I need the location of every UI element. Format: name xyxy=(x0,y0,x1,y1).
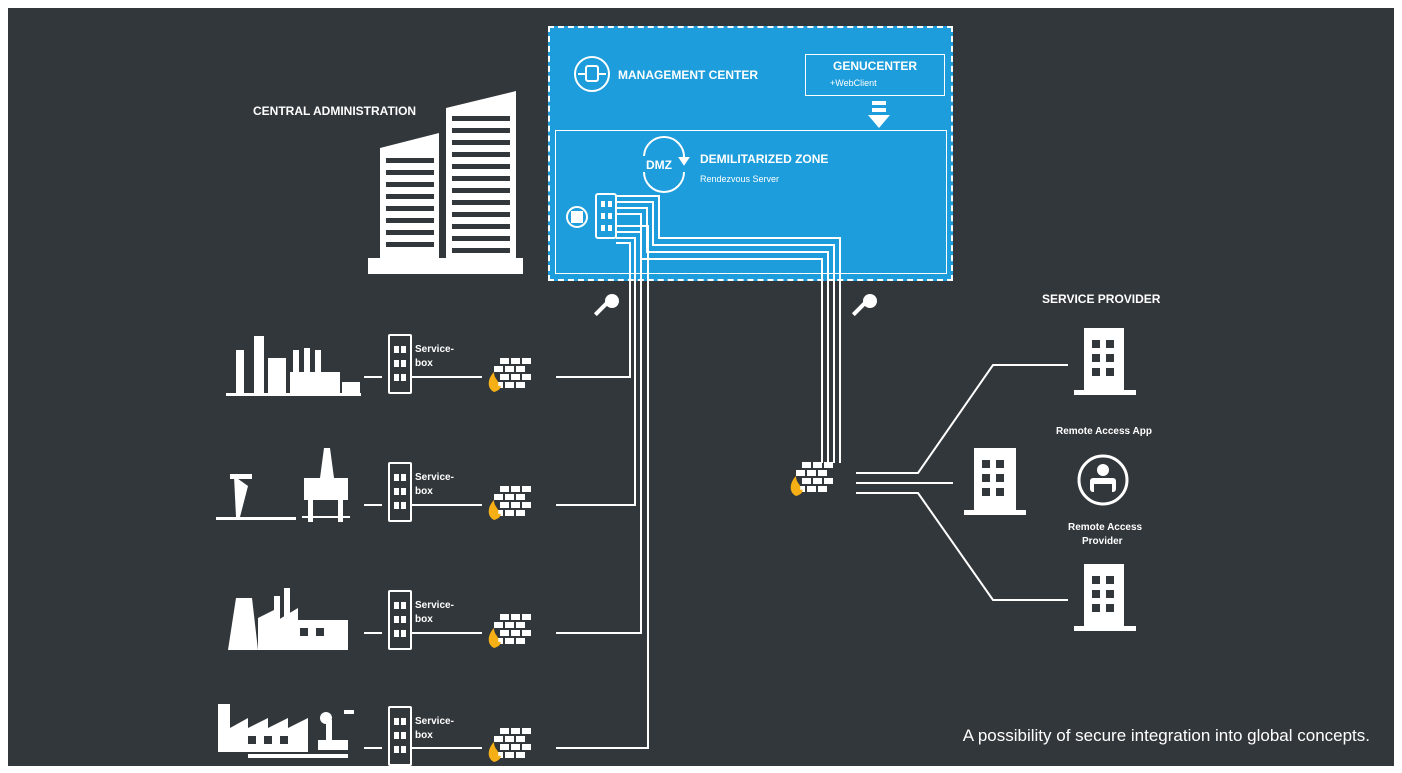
dmz-sub-label: Rendezvous Server xyxy=(700,174,780,184)
dmz-link-4 xyxy=(616,213,823,463)
servicebox-label-3a: Service- xyxy=(415,600,454,611)
dmz-link-2 xyxy=(616,201,835,463)
diagram-canvas: CENTRAL ADMINISTRATION MANAGEMENT CENTER… xyxy=(8,8,1394,766)
remote-access-provider-label-1: Remote Access xyxy=(1068,522,1143,533)
firewall-icon-site-4 xyxy=(488,728,531,762)
factory-robot-icon xyxy=(218,704,354,758)
central-admin-building-icon xyxy=(368,91,523,274)
servicebox-label-2a: Service- xyxy=(415,472,454,483)
sp-link-top xyxy=(856,364,1068,474)
oil-rig-icon xyxy=(216,448,350,522)
firewall-icon-site-1 xyxy=(488,358,531,392)
firewall-icon-site-2 xyxy=(488,486,531,520)
download-arrow-icon xyxy=(868,101,890,128)
server-icon xyxy=(566,206,588,228)
slogan-text: A possibility of secure integration into… xyxy=(962,726,1370,745)
sp-link-bot xyxy=(856,492,1068,601)
dmz-link-1 xyxy=(616,195,841,463)
dmz-badge-label: DMZ xyxy=(646,158,672,172)
firewall-icon-central xyxy=(790,462,833,496)
database-network-icon xyxy=(574,56,610,92)
servicebox-label-2b: box xyxy=(415,486,433,497)
site4-link xyxy=(556,225,649,749)
genucenter-label: GENUCENTER xyxy=(833,59,918,73)
connection-lines xyxy=(216,56,1136,762)
service-provider-building-top-icon xyxy=(1074,328,1136,395)
key-icon-left xyxy=(593,294,619,317)
dmz-title-label: DEMILITARIZED ZONE xyxy=(700,152,829,166)
rendezvous-server-box-icon xyxy=(595,193,617,239)
servicebox-icon-3 xyxy=(388,590,412,650)
central-admin-label: CENTRAL ADMINISTRATION xyxy=(253,104,417,118)
site3-link xyxy=(556,231,642,634)
servicebox-icon-1 xyxy=(388,334,412,394)
servicebox-label-4b: box xyxy=(415,730,433,741)
power-plant-icon xyxy=(228,588,348,650)
key-icon-right xyxy=(851,294,877,317)
service-provider-label: SERVICE PROVIDER xyxy=(1042,292,1161,306)
dmz-sync-icon xyxy=(643,135,690,193)
servicebox-label-3b: box xyxy=(415,614,433,625)
remote-access-provider-label-2: Provider xyxy=(1082,536,1123,547)
remote-access-app-label: Remote Access App xyxy=(1056,426,1152,437)
servicebox-icon-2 xyxy=(388,462,412,522)
service-provider-building-bottom-icon xyxy=(1074,564,1136,631)
genucenter-box xyxy=(805,54,945,96)
site2-link xyxy=(556,237,636,506)
refinery-icon xyxy=(226,336,361,396)
servicebox-label-1b: box xyxy=(415,358,433,369)
servicebox-label-1a: Service- xyxy=(415,344,454,355)
firewall-icon-site-3 xyxy=(488,614,531,648)
dmz-box xyxy=(555,130,947,274)
remote-access-person-icon xyxy=(1077,454,1129,506)
service-provider-building-mid-icon xyxy=(964,448,1026,515)
servicebox-label-4a: Service- xyxy=(415,716,454,727)
management-center-label: MANAGEMENT CENTER xyxy=(618,68,758,82)
servicebox-icon-4 xyxy=(388,706,412,766)
site1-link xyxy=(556,242,631,378)
webclient-label: +WebClient xyxy=(830,78,877,88)
dmz-link-3 xyxy=(616,207,829,463)
